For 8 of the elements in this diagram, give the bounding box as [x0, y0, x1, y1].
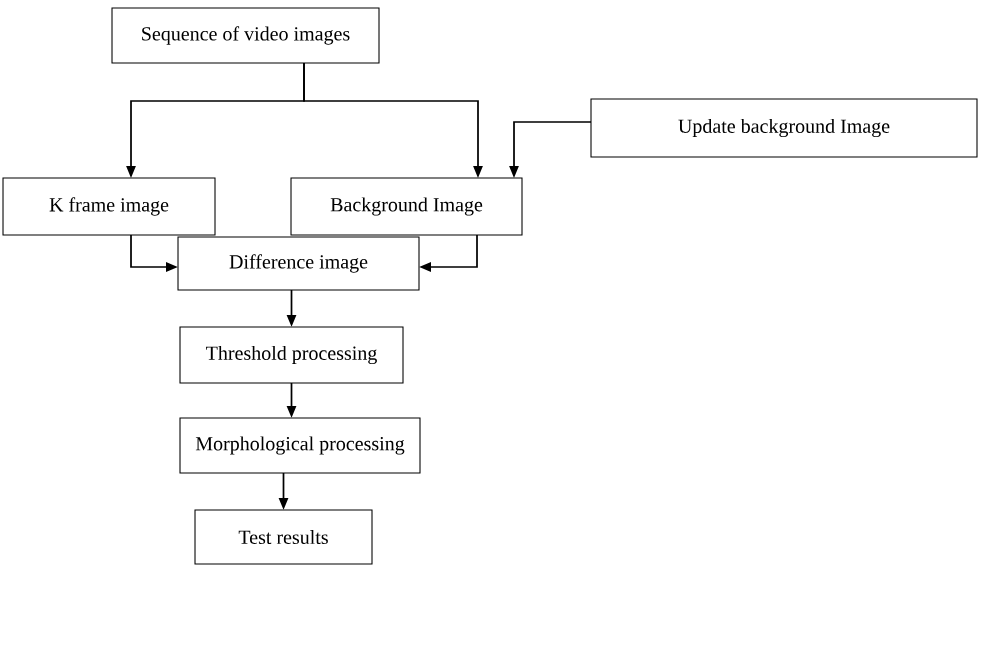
- process-box: Difference image: [177, 236, 420, 291]
- process-box: K frame image: [2, 177, 216, 236]
- process-box: Update background Image: [590, 98, 978, 158]
- process-box: Threshold processing: [179, 326, 404, 384]
- process-box: Morphological processing: [179, 417, 421, 474]
- process-box: Sequence of video images: [111, 7, 380, 64]
- process-box: Test results: [194, 509, 373, 565]
- process-box: Background Image: [290, 177, 523, 236]
